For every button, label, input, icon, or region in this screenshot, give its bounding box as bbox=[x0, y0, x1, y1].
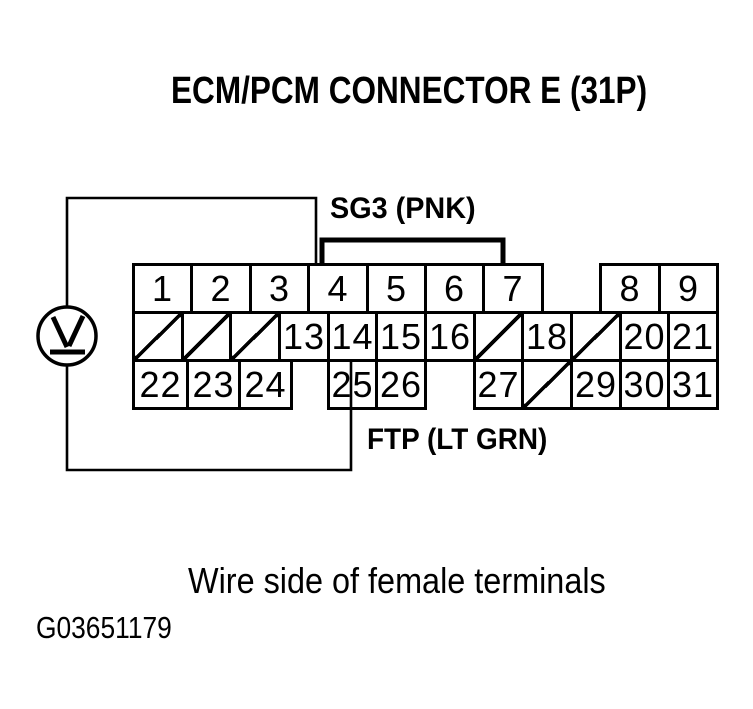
pin-cell-5: 5 bbox=[366, 263, 427, 314]
pin-cell-27: 27 bbox=[473, 359, 524, 410]
pin-cell-7: 7 bbox=[482, 263, 544, 314]
pin-cell-14: 14 bbox=[327, 311, 378, 362]
ftp-wire bbox=[65, 360, 353, 472]
pin-cell-16: 16 bbox=[424, 311, 476, 362]
pin-cell-4: 4 bbox=[307, 263, 369, 314]
sg3-wire bbox=[65, 196, 318, 309]
blocked-pin-cell bbox=[521, 359, 573, 410]
pin-cell-3: 3 bbox=[249, 263, 310, 314]
wire-side-caption: Wire side of female terminals bbox=[188, 560, 606, 601]
pin-cell-21: 21 bbox=[667, 311, 719, 362]
blocked-pin-cell bbox=[570, 311, 622, 362]
diagram-title: ECM/PCM CONNECTOR E (31P) bbox=[171, 70, 648, 112]
pin-cell-18: 18 bbox=[521, 311, 573, 362]
pin-cell-9: 9 bbox=[658, 263, 719, 314]
pin-cell-13: 13 bbox=[278, 311, 330, 362]
pin-cell-20: 20 bbox=[619, 311, 670, 362]
pin-cell-8: 8 bbox=[599, 263, 661, 314]
pin-cell-26: 26 bbox=[375, 359, 427, 410]
ftp-wire-label: FTP (LT GRN) bbox=[367, 423, 548, 456]
blocked-pin-cell bbox=[473, 311, 524, 362]
pin-cell-24: 24 bbox=[238, 359, 293, 410]
voltmeter-v-glyph bbox=[50, 314, 86, 349]
blocked-pin-cell bbox=[229, 311, 281, 362]
voltmeter-icon bbox=[36, 305, 98, 367]
sg3-bracket bbox=[319, 237, 506, 263]
pin-cell-25: 25 bbox=[327, 359, 378, 410]
pin-cell-15: 15 bbox=[375, 311, 427, 362]
blocked-pin-cell bbox=[181, 311, 232, 362]
pin-cell-29: 29 bbox=[570, 359, 622, 410]
blocked-pin-cell bbox=[132, 311, 184, 362]
pin-cell-30: 30 bbox=[619, 359, 670, 410]
pin-cell-2: 2 bbox=[190, 263, 252, 314]
pin-cell-23: 23 bbox=[186, 359, 241, 410]
pin-cell-1: 1 bbox=[132, 263, 193, 314]
sg3-wire-label: SG3 (PNK) bbox=[330, 192, 476, 225]
pin-cell-31: 31 bbox=[667, 359, 719, 410]
pin-cell-6: 6 bbox=[424, 263, 485, 314]
pin-cell-22: 22 bbox=[132, 359, 189, 410]
figure-id: G03651179 bbox=[36, 610, 172, 645]
